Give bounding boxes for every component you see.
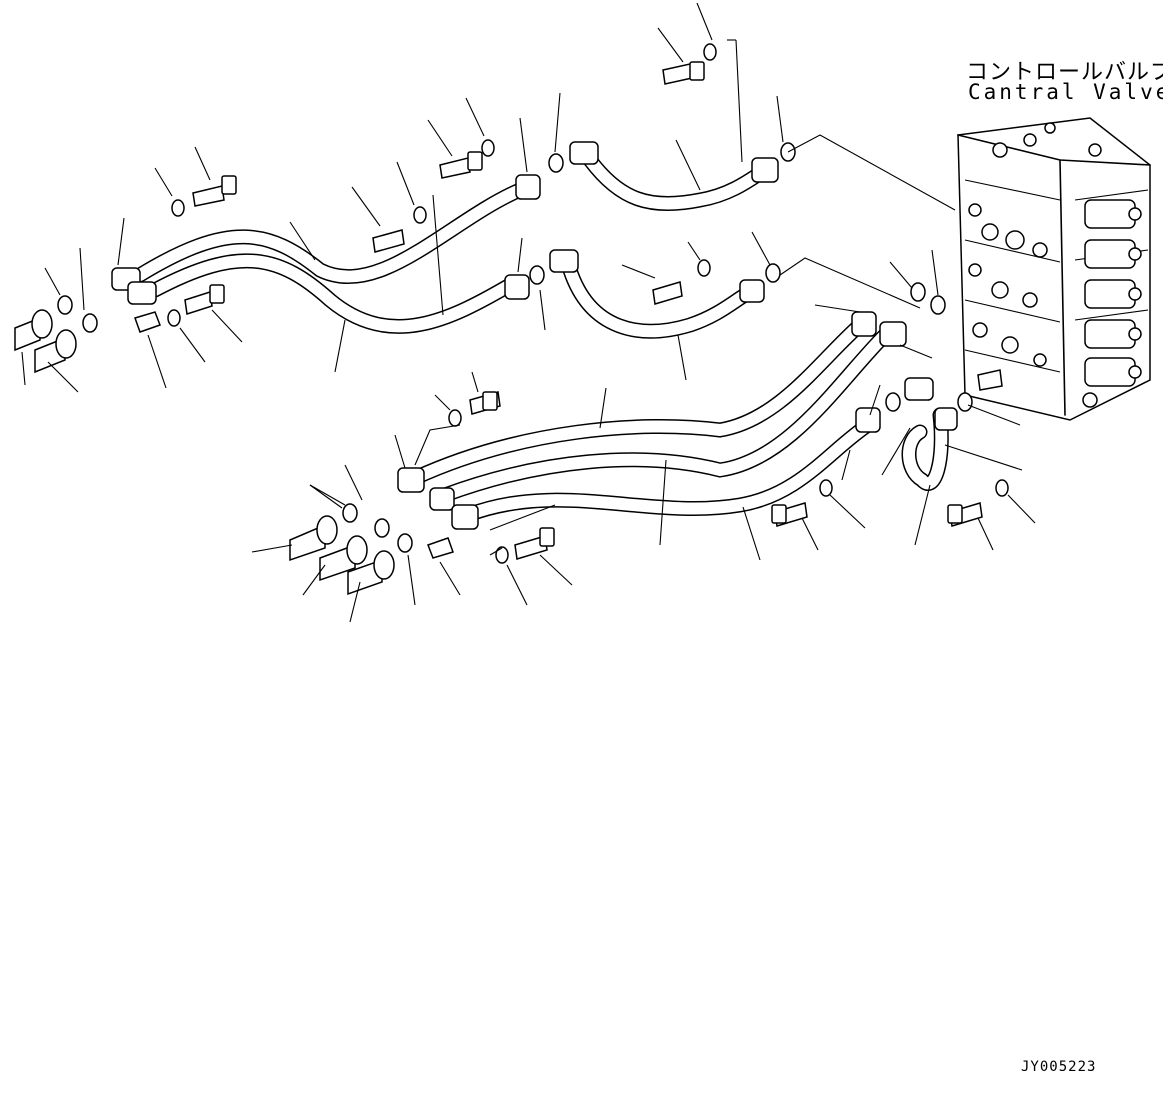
washers [134,43,1009,564]
control-valve-block [957,117,1151,421]
leader-lines [21,2,1036,623]
hose-fittings [111,141,958,530]
o-rings [57,142,973,553]
hoses [132,152,949,523]
control-valve-label-japanese: コントロールバルブ [966,60,1163,85]
drawing-id: JY005223 [1021,1059,1097,1075]
control-valve-label-english: Cantral Valve [968,80,1163,104]
bolts [184,61,983,560]
flange-tubes [14,309,395,596]
